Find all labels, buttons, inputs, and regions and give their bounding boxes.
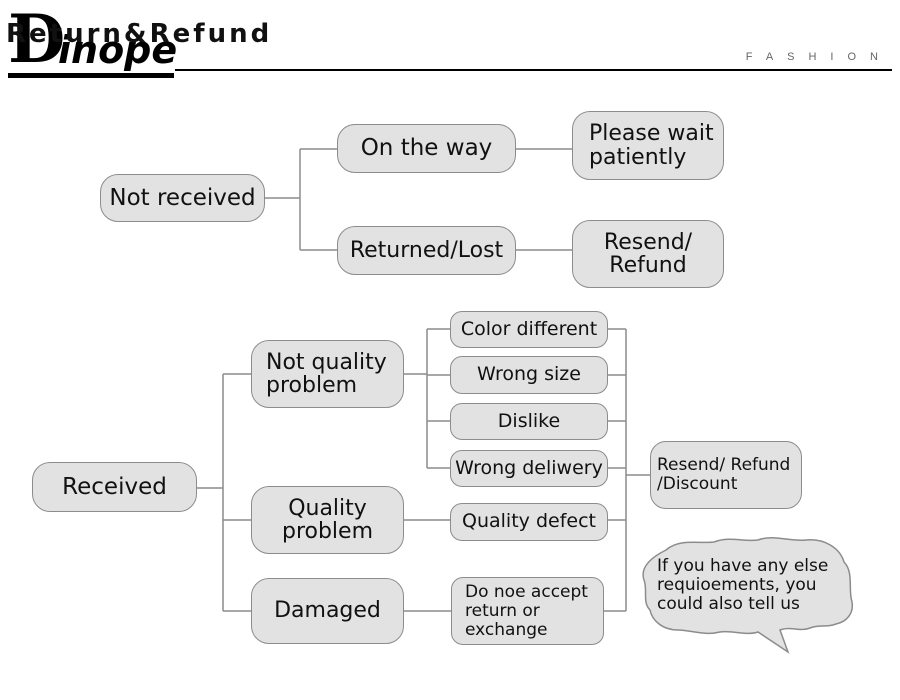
header: D inope Return&Refund FASHION — [0, 0, 900, 85]
node-quality-defect: Quality defect — [450, 503, 608, 541]
node-resend-refund: Resend/ Refund — [572, 220, 724, 288]
logo-letter: D — [8, 0, 65, 78]
node-returned-lost: Returned/Lost — [337, 226, 516, 275]
logo-wordmark: inope — [58, 28, 178, 72]
node-on-the-way: On the way — [337, 124, 516, 173]
node-dislike: Dislike — [450, 403, 608, 440]
node-wrong-size: Wrong size — [450, 356, 608, 394]
node-not-received: Not received — [100, 174, 265, 222]
node-damaged: Damaged — [251, 578, 404, 644]
brand-tagline: FASHION — [745, 51, 892, 63]
speech-bubble-icon — [642, 537, 854, 654]
bubble-text: If you have any else requioements, you c… — [657, 556, 829, 614]
node-wrong-delivery: Wrong deliwery — [450, 450, 608, 487]
page-title: Return&Refund — [6, 19, 273, 49]
node-do-not-accept: Do noe accept return or exchange — [451, 577, 604, 645]
node-quality-problem: Quality problem — [251, 486, 404, 554]
node-please-wait: Please wait patiently — [572, 111, 724, 180]
node-not-quality-problem: Not quality problem — [251, 340, 404, 408]
node-color-different: Color different — [450, 311, 608, 348]
logo-underline — [8, 73, 174, 78]
node-resend-refund-discount: Resend/ Refund /Discount — [650, 441, 802, 509]
brand-logo: D inope — [8, 6, 183, 78]
header-divider — [175, 69, 892, 71]
node-received: Received — [32, 462, 197, 512]
